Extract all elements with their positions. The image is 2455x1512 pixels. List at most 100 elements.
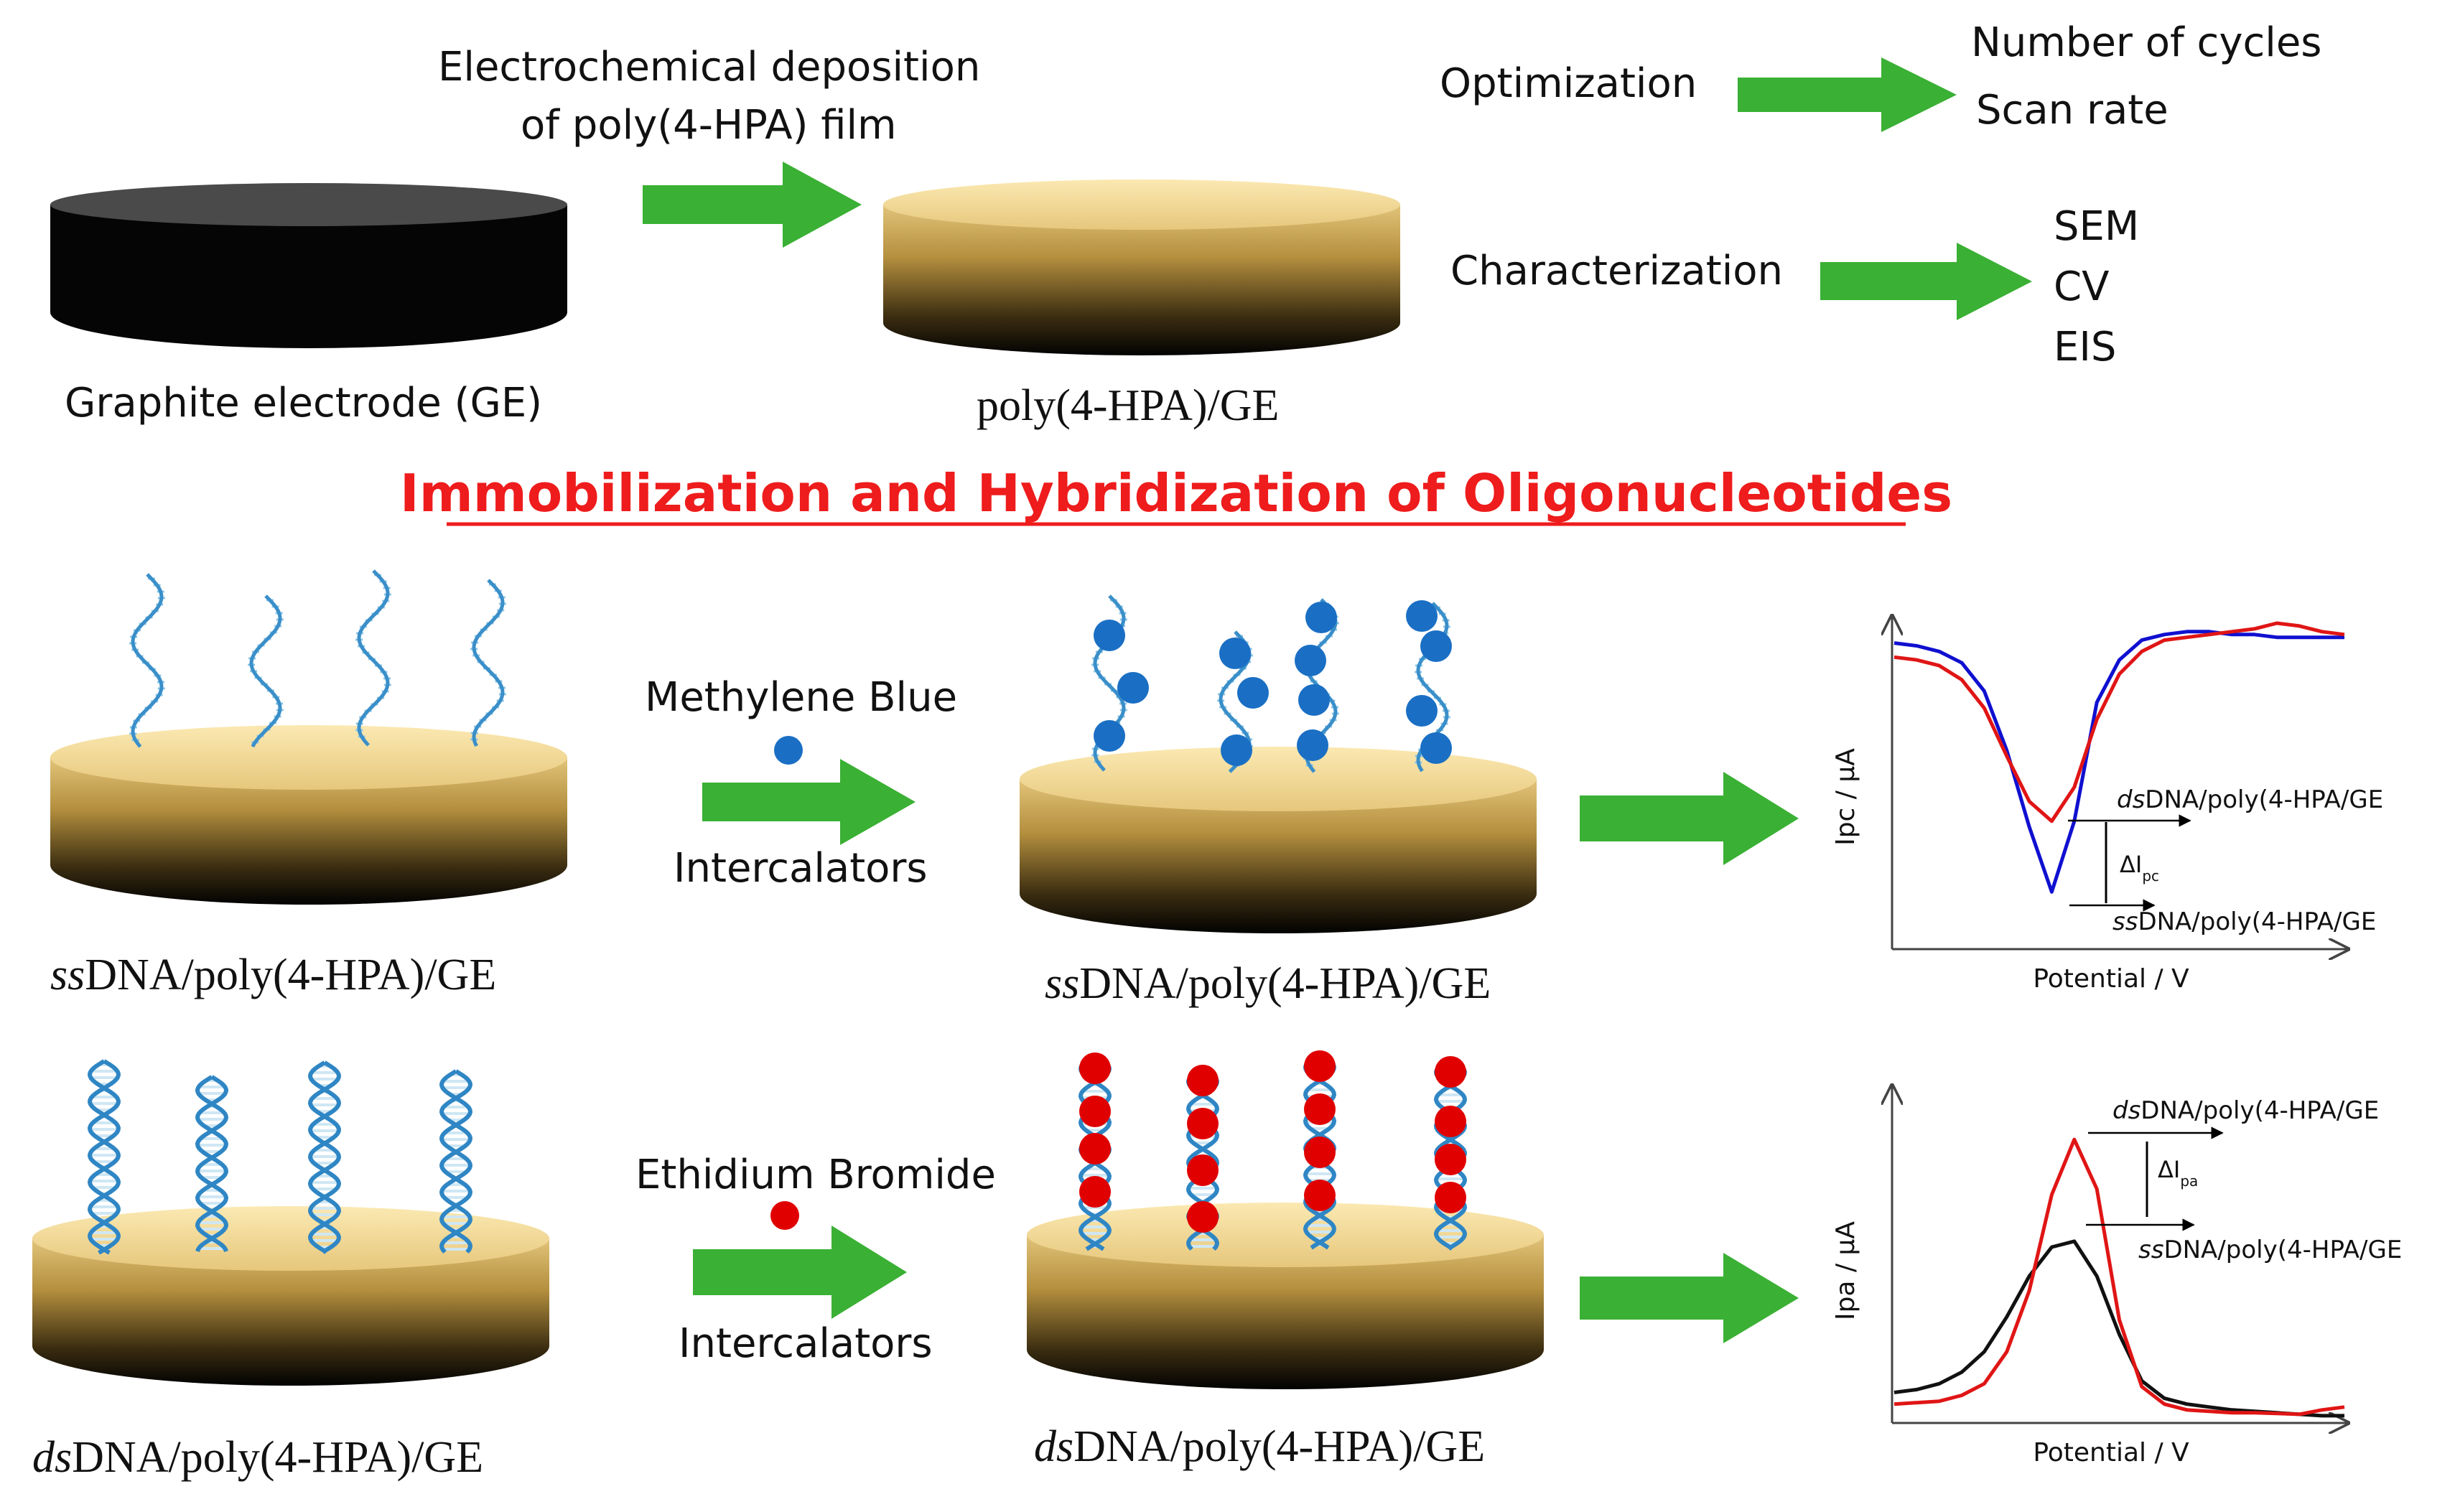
ssdna-mb-electrode-label: ssDNA/poly(4-HPA)/GE — [1045, 959, 1491, 1008]
ipc-delta-label: ΔIpc — [2120, 851, 2159, 885]
methylene-blue-dot — [1298, 684, 1330, 716]
ethidium-bromide-intercalators-label: Intercalators — [679, 1320, 933, 1367]
ethidium-bromide-molecule-icon — [770, 1201, 799, 1230]
methylene-blue-label: Methylene Blue — [645, 674, 957, 721]
ipc-ds-annotation: dsDNA/poly(4-HPA/GE — [2117, 785, 2383, 814]
graphite-electrode-label: Graphite electrode (GE) — [65, 380, 542, 426]
dsdna-helix-strand — [87, 1059, 121, 1255]
ipa-y-label: Ipa / µA — [1831, 1221, 1860, 1320]
methylene-blue-dot — [1221, 734, 1252, 766]
ipc-y-label: Ipc / µA — [1831, 748, 1860, 846]
methylene-blue-dot — [1406, 695, 1438, 727]
ssdna-strands — [129, 569, 506, 748]
methylene-blue-arrow — [702, 759, 916, 845]
optimization-arrow — [1738, 57, 1957, 132]
result-arrow-row1 — [1580, 772, 1799, 865]
ethidium-bromide-dot — [1304, 1180, 1336, 1211]
dsdna-helix-strand — [195, 1075, 229, 1252]
ethidium-bromide-dot — [1435, 1106, 1466, 1137]
ipc-x-label: Potential / V — [2033, 964, 2189, 994]
ethidium-bromide-dot — [1304, 1137, 1336, 1168]
ssdna-electrode — [50, 569, 567, 905]
optimization-item-cycles: Number of cycles — [1971, 19, 2321, 66]
dsdna-strands — [87, 1059, 473, 1255]
ethidium-bromide-dot — [1187, 1154, 1219, 1186]
ethidium-bromide-dot — [1079, 1053, 1111, 1084]
dsdna-electrode-label: dsDNA/poly(4-HPA)/GE — [32, 1433, 483, 1482]
ssdna-strand — [131, 573, 164, 748]
ipa-chart: Ipa / µA Potential / V ΔIpa dsDNA/poly(4… — [1831, 1086, 2402, 1467]
methylene-blue-dot — [1420, 732, 1452, 764]
optimization-label: Optimization — [1440, 60, 1697, 107]
dsdna-eb-electrode-label: dsDNA/poly(4-HPA)/GE — [1034, 1422, 1485, 1471]
ethidium-bromide-dot — [1435, 1182, 1466, 1213]
ipa-series-line — [1893, 1239, 2344, 1418]
characterization-item-cv: CV — [2054, 263, 2109, 310]
methylene-blue-intercalators-label: Intercalators — [674, 845, 928, 892]
ethidium-bromide-dot — [1435, 1056, 1466, 1088]
dsdna-helix-strand — [195, 1075, 229, 1252]
ethidium-bromide-dot — [1187, 1065, 1219, 1096]
ssdna-strand — [249, 594, 282, 748]
ethidium-bromide-arrow — [693, 1226, 907, 1319]
characterization-label: Characterization — [1450, 248, 1783, 294]
methylene-blue-dot — [1406, 600, 1438, 632]
optimization-item-scan-rate: Scan rate — [1976, 87, 2168, 134]
ipc-series — [1893, 621, 2345, 894]
ipa-series — [1893, 1137, 2345, 1418]
dsdna-helix-strand — [307, 1060, 342, 1254]
ethidium-bromide-dot — [1079, 1176, 1111, 1208]
methylene-blue-dot — [1219, 638, 1251, 669]
dsdna-helix-strand — [307, 1060, 342, 1254]
ethidium-bromide-dot — [1435, 1144, 1466, 1175]
ssdna-strand — [472, 579, 505, 747]
poly-electrode-label: poly(4-HPA)/GE — [977, 381, 1279, 430]
dsdna-eb-electrode — [1027, 1050, 1544, 1389]
section-title: Immobilization and Hybridization of Olig… — [400, 463, 1952, 523]
ipa-ds-annotation: dsDNA/poly(4-HPA/GE — [2112, 1096, 2379, 1125]
deposition-label-line1: Electrochemical deposition — [438, 44, 980, 90]
dsdna-helix-strand — [87, 1059, 121, 1255]
methylene-blue-dot — [1094, 620, 1125, 651]
ethidium-bromide-dot — [1079, 1096, 1111, 1127]
methylene-blue-dot — [1295, 645, 1326, 676]
ethidium-bromide-dot — [1304, 1093, 1336, 1125]
methylene-blue-dot — [1237, 677, 1269, 709]
ipc-series-line — [1893, 621, 2345, 823]
ethidium-bromide-dot — [1187, 1108, 1219, 1139]
characterization-arrow — [1820, 243, 2032, 320]
result-arrow-row2 — [1580, 1253, 1799, 1343]
dsdna-eb-strands — [1078, 1050, 1468, 1251]
ssdna-electrode-label: ssDNA/poly(4-HPA)/GE — [50, 951, 496, 999]
dsdna-electrode — [32, 1059, 549, 1386]
ethidium-bromide-dot — [1187, 1201, 1219, 1233]
ethidium-bromide-dot — [1304, 1050, 1336, 1082]
ipa-ss-annotation: ssDNA/poly(4-HPA/GE — [2138, 1236, 2402, 1264]
methylene-blue-dot — [1117, 672, 1149, 704]
characterization-item-eis: EIS — [2054, 324, 2116, 370]
methylene-blue-dot — [1094, 720, 1125, 752]
ssdna-mb-electrode — [1020, 594, 1537, 933]
poly-electrode — [883, 179, 1400, 355]
ssdna-strand — [357, 569, 390, 747]
dsdna-helix-strand — [439, 1069, 473, 1254]
methylene-blue-dot — [1297, 729, 1328, 761]
characterization-item-sem: SEM — [2054, 203, 2139, 250]
ipc-chart: Ipc / µA Potential / V ΔIpc dsDNA/poly(4… — [1831, 616, 2383, 994]
methylene-blue-dot — [1305, 602, 1337, 633]
deposition-arrow — [643, 162, 862, 248]
ipa-series-line — [1893, 1137, 2345, 1417]
dsdna-helix-strand — [439, 1069, 473, 1254]
ethidium-bromide-dot — [1079, 1133, 1111, 1165]
ipa-delta-label: ΔIpa — [2158, 1156, 2198, 1190]
ssdna-mb-strands — [1091, 594, 1452, 773]
deposition-label-line2: of poly(4-HPA) film — [521, 102, 897, 149]
ipc-ss-annotation: ssDNA/poly(4-HPA/GE — [2112, 907, 2376, 936]
ipc-series-line — [1893, 630, 2344, 894]
methylene-blue-dot — [1420, 630, 1452, 662]
graphite-electrode — [50, 183, 567, 348]
dsdna-helix-rungs — [442, 1073, 470, 1251]
methylene-blue-molecule-icon — [774, 736, 803, 765]
ethidium-bromide-label: Ethidium Bromide — [635, 1152, 996, 1198]
